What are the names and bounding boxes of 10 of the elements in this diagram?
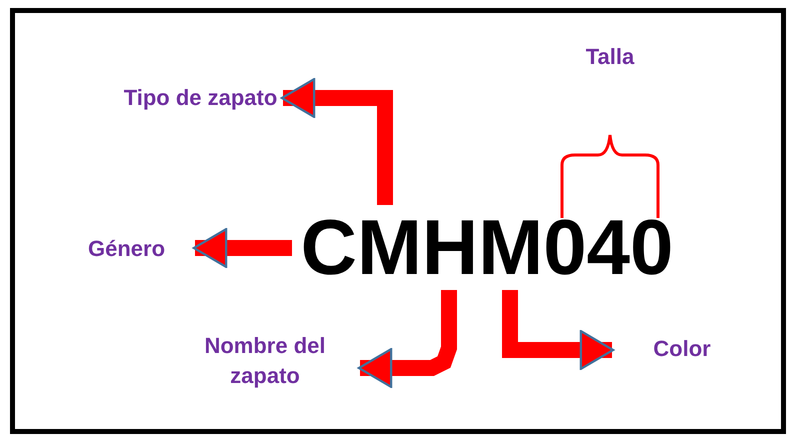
arrow [192,228,292,268]
category-label: Color [612,333,752,365]
category-label: Nombre del zapato [170,325,360,397]
arrow [502,290,614,370]
arrow [358,290,457,388]
category-label: Tipo de zapato [118,62,283,134]
product-code: CMHM040 [292,205,682,290]
category-label: Género [58,233,195,265]
arrow [280,78,393,205]
size-label: Talla [584,43,636,71]
